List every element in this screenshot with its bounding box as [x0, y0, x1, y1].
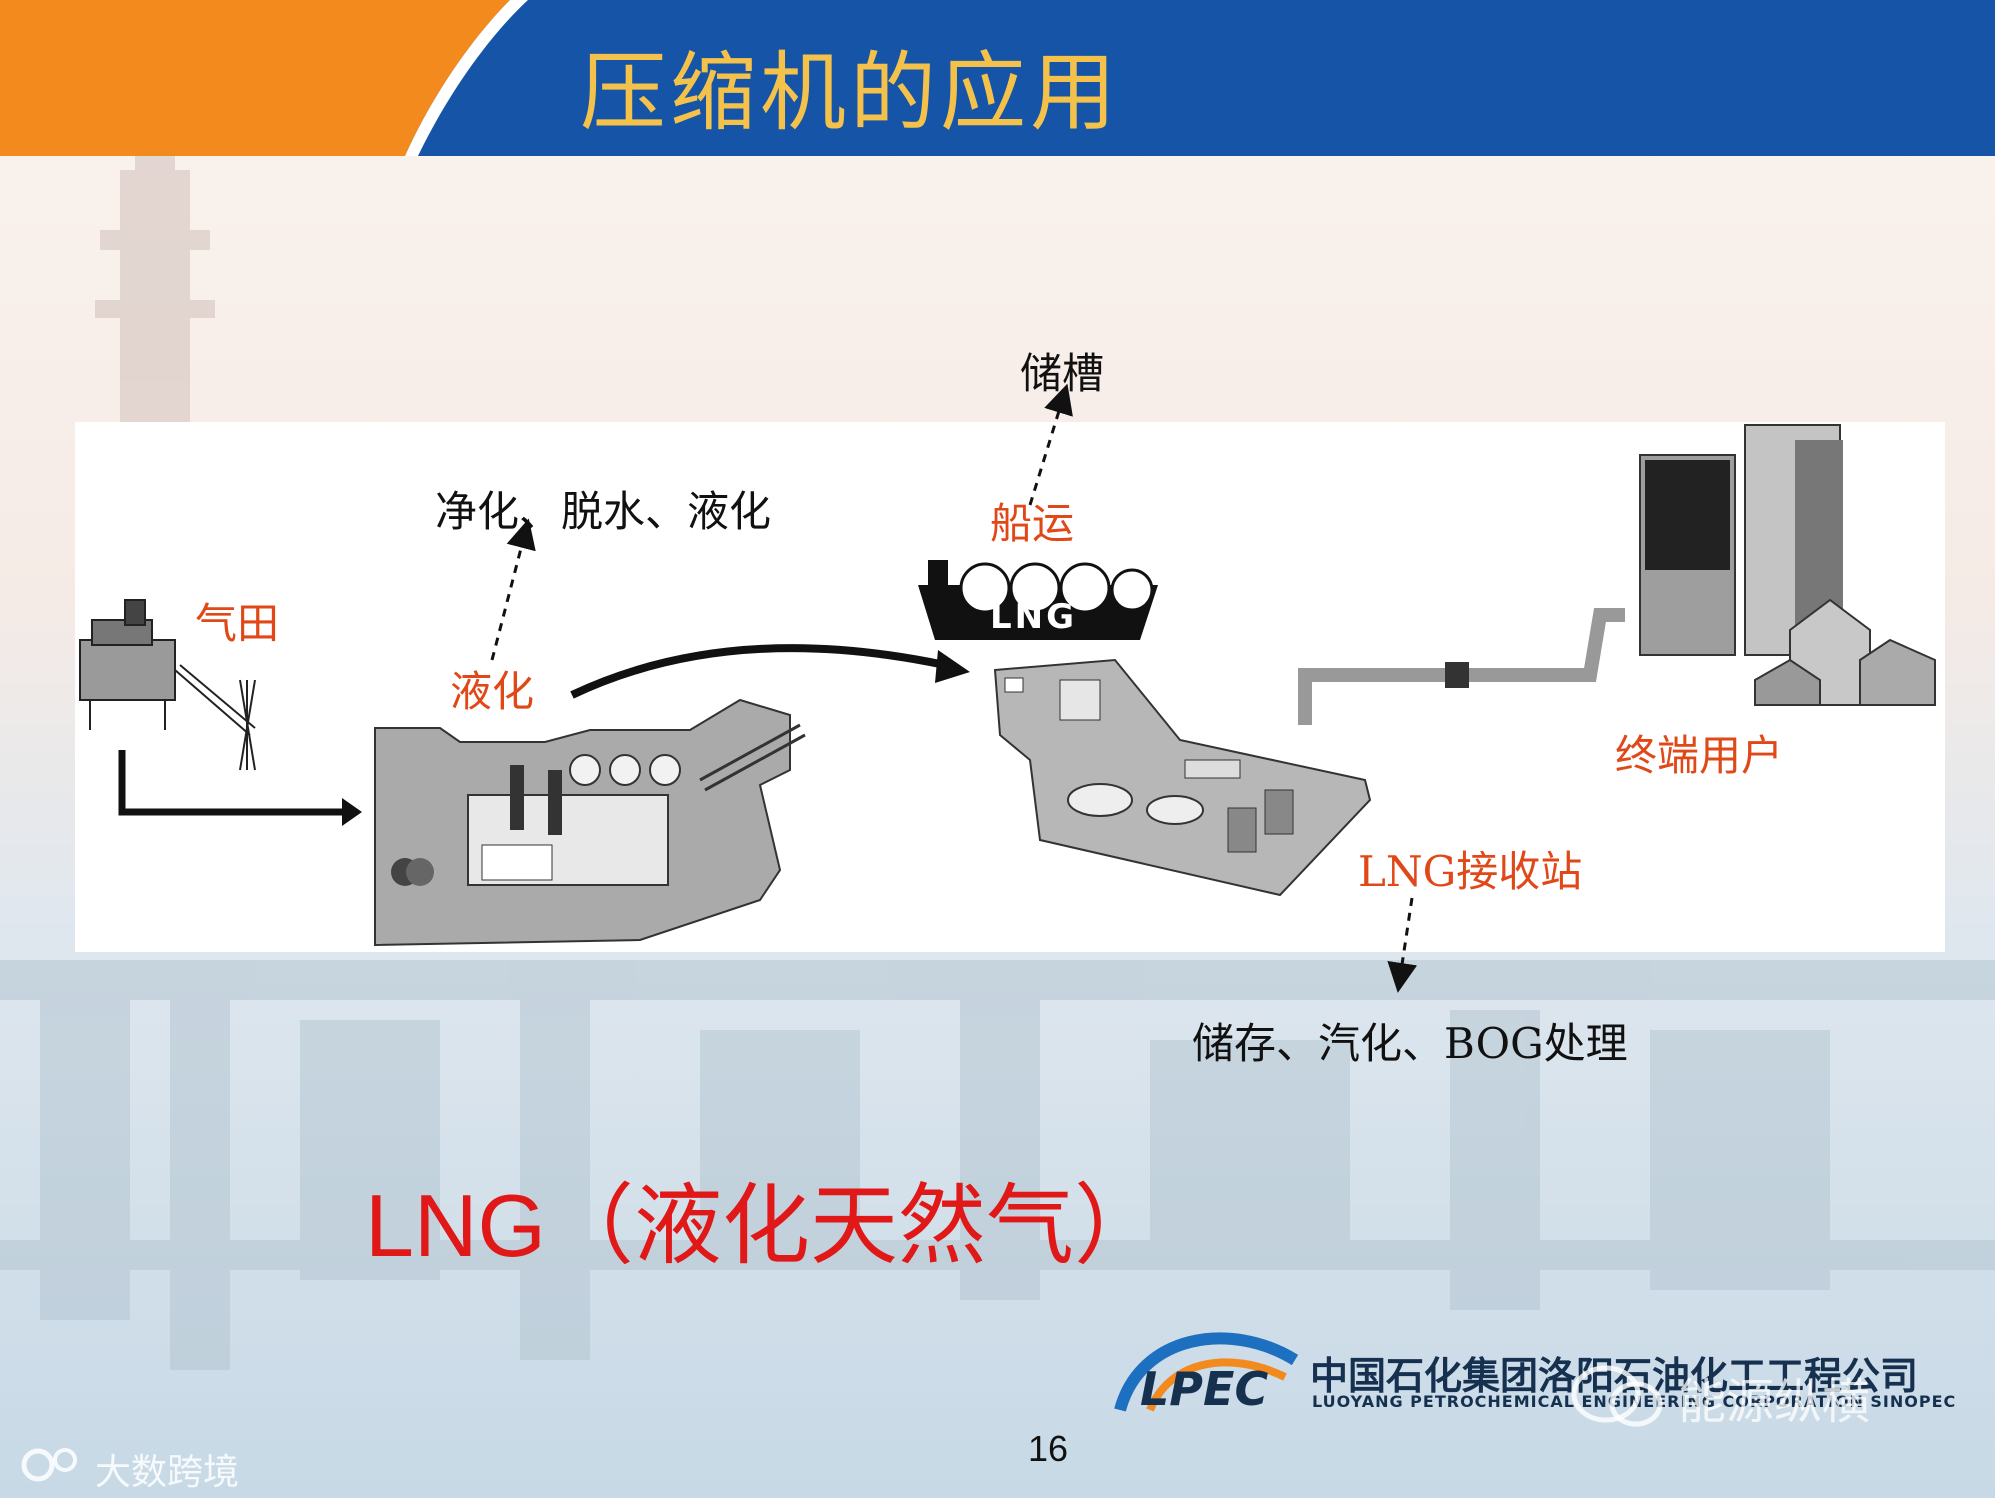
wechat-icon — [1571, 1365, 1663, 1427]
header-band — [0, 0, 1995, 156]
page-number: 16 — [1028, 1428, 1069, 1469]
terminal-steps-arrow — [1387, 897, 1418, 993]
shipping-arrow — [570, 644, 946, 699]
label-storage-tank: 储槽 — [1020, 349, 1105, 398]
lng-terminal-illustration — [993, 658, 1372, 897]
liquefaction-plant-illustration — [374, 698, 806, 947]
label-liquefaction: 液化 — [450, 667, 535, 716]
label-terminal-steps: 储存、汽化、BOG处理 — [1192, 1019, 1628, 1068]
company-name-cn: 中国石化集团洛阳石油化工工程公司 — [1310, 1354, 1919, 1398]
watermark-left-icon — [21, 1448, 77, 1482]
lng-subtitle: LNG（液化天然气） — [365, 1155, 1162, 1282]
subtitle-cjk: （液化天然气） — [545, 1174, 1162, 1277]
watermark-left: 大数跨境 — [95, 1452, 240, 1493]
ship-badge: LNG — [990, 597, 1077, 637]
end-user-buildings-illustration — [1639, 424, 1936, 706]
label-terminal: LNG接收站 — [1358, 847, 1583, 896]
lng-ship-illustration — [918, 560, 1158, 640]
liquefaction-steps-arrow — [490, 518, 536, 661]
pipeline-illustration — [1298, 608, 1625, 725]
label-gas-field: 气田 — [195, 599, 280, 648]
page-title: 压缩机的应用 — [580, 43, 1120, 143]
gas-field-illustration — [79, 599, 256, 771]
logo-mark: LPEC — [1140, 1362, 1269, 1416]
watermark-right: 能源纵横 — [1678, 1374, 1871, 1430]
storage-tank-arrow — [1028, 383, 1073, 506]
gas-to-liquefaction-arrow — [118, 750, 345, 816]
subtitle-latin: LNG — [365, 1176, 546, 1275]
company-name-en: LUOYANG PETROCHEMICAL ENGINEERING CORPOR… — [1312, 1392, 1957, 1411]
lpec-logo-arc-icon — [1114, 1332, 1299, 1412]
label-shipping: 船运 — [990, 499, 1075, 548]
label-end-user: 终端用户 — [1615, 731, 1784, 780]
label-liquefaction-steps: 净化、脱水、液化 — [435, 487, 772, 536]
